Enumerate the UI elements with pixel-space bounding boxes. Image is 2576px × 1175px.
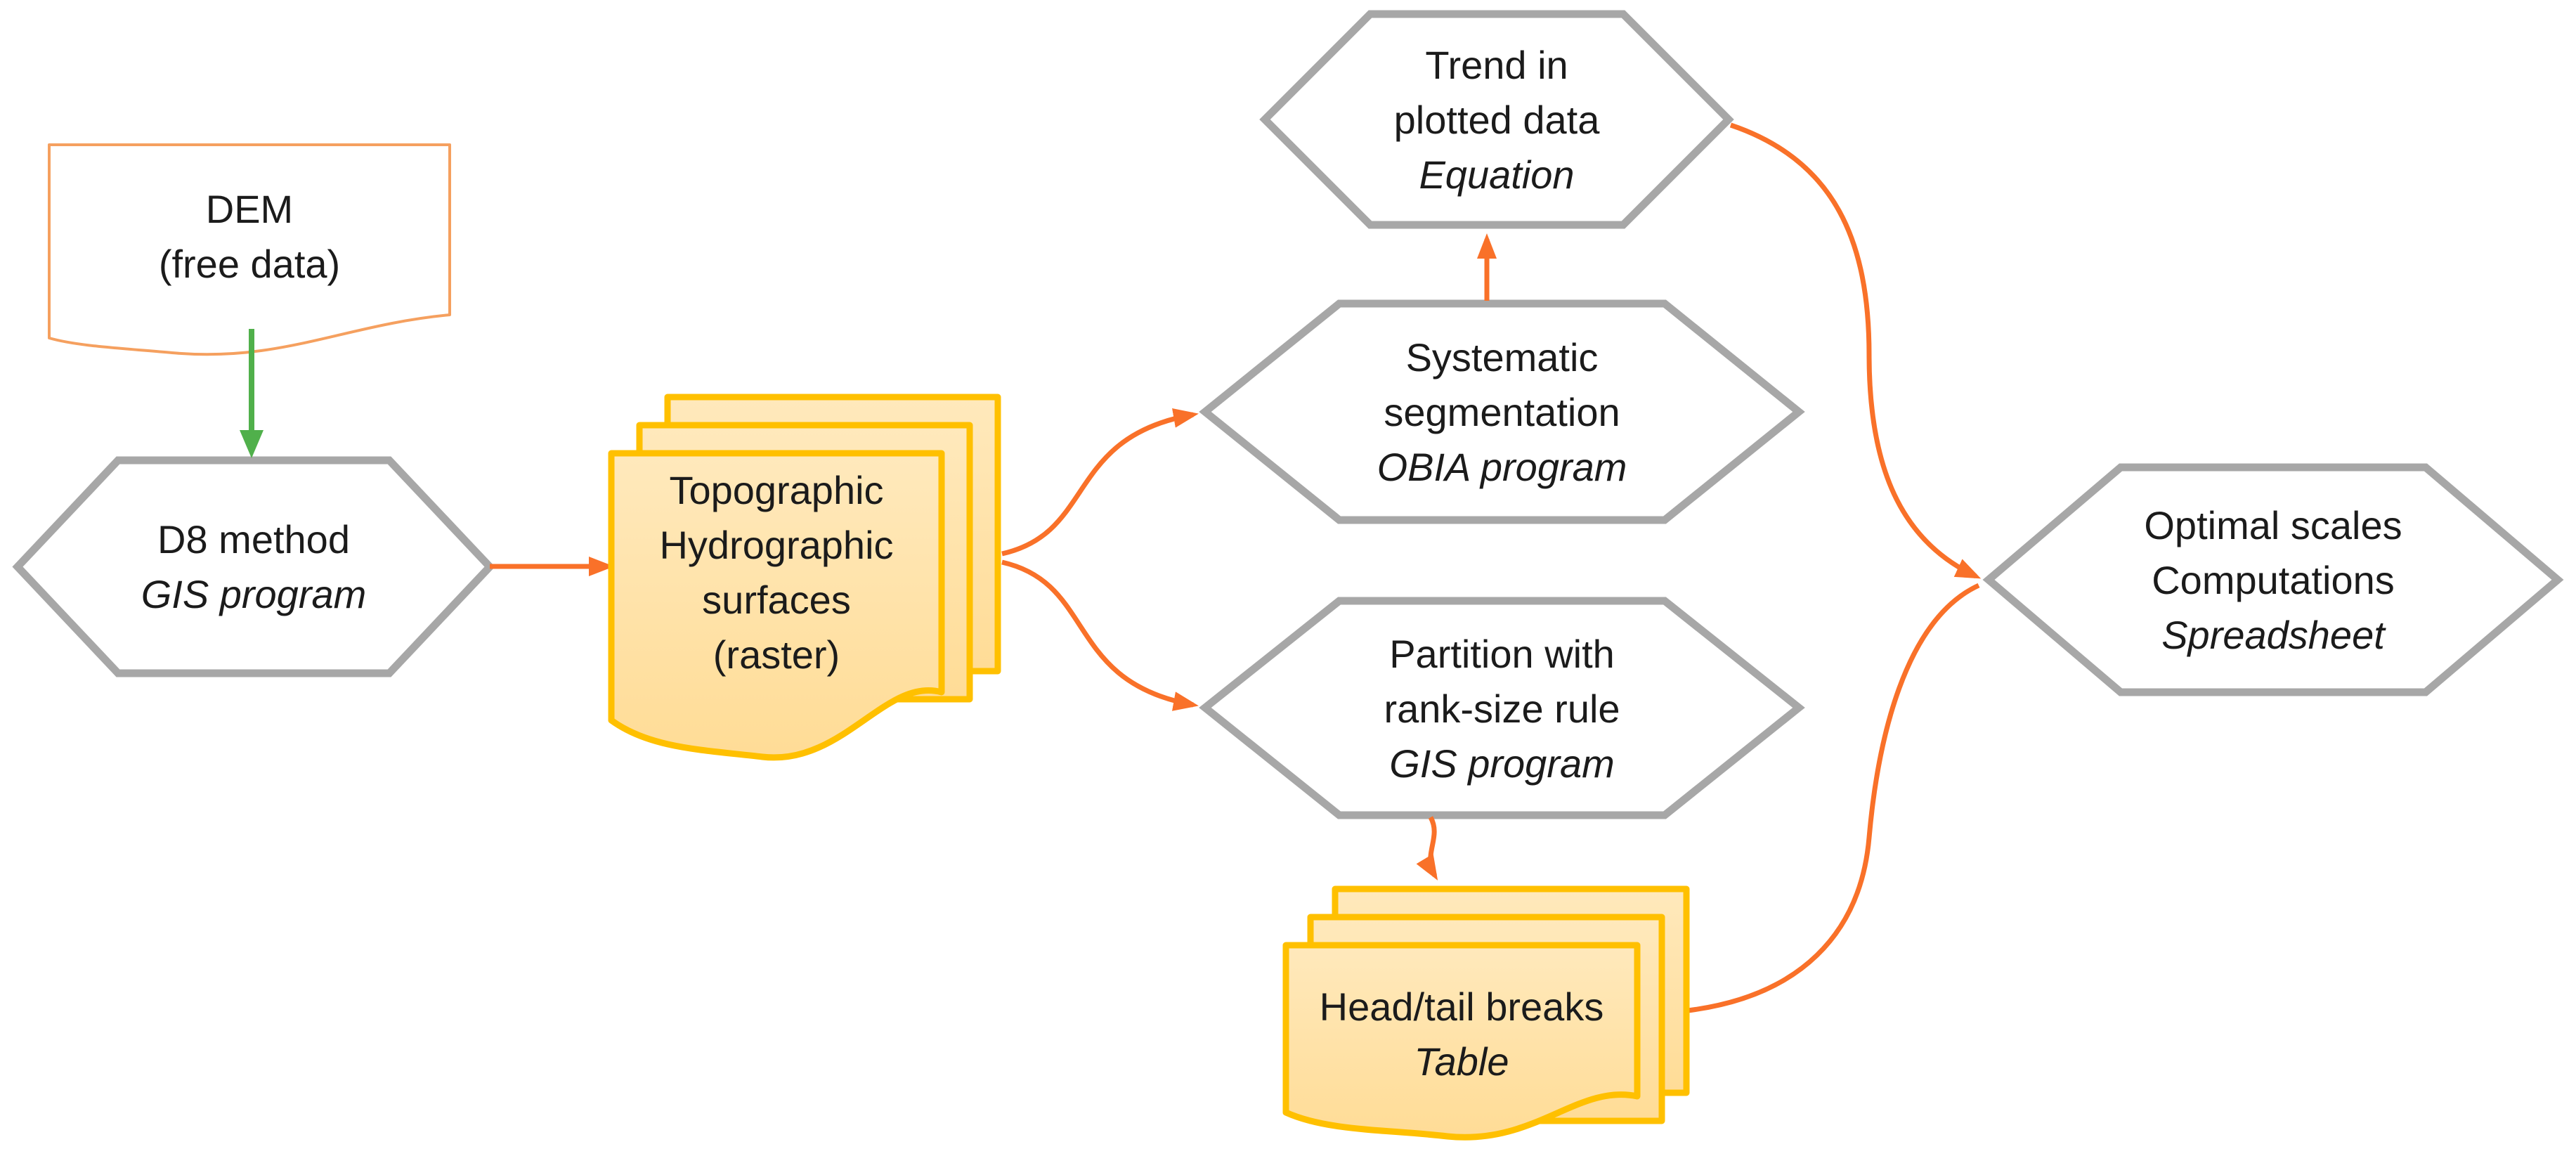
arrow-partition-to-headtail <box>1416 816 1438 881</box>
d8-line-2: GIS program <box>141 571 367 616</box>
arrow-surfaces-to-partition <box>1001 559 1199 711</box>
systematic-line-2: segmentation <box>1384 390 1620 434</box>
hexagon-trend <box>1259 10 1734 229</box>
arrow-trend-to-optimal <box>1729 122 1982 579</box>
stack-surfaces-front-card <box>608 450 945 761</box>
partition-line-2: rank-size rule <box>1384 686 1620 731</box>
trend-line-3: Equation <box>1419 152 1575 197</box>
node-surfaces-label: Topographic Hydrographic surfaces (raste… <box>611 457 942 689</box>
hexagon-partition-rank-size <box>1199 597 1805 819</box>
stack-surfaces <box>608 394 1001 761</box>
optimal-line-2: Computations <box>2152 558 2395 602</box>
systematic-line-1: Systematic <box>1405 335 1599 379</box>
optimal-line-1: Optimal scales <box>2144 503 2402 547</box>
node-headtail-label: Head/tail breaks Table <box>1286 950 1637 1119</box>
node-optimal-label: Optimal scales Computations Spreadsheet <box>1989 469 2558 692</box>
dem-line-1: DEM <box>205 187 294 231</box>
headtail-line-1: Head/tail breaks <box>1319 985 1604 1029</box>
node-d8-label: D8 method GIS program <box>18 460 490 673</box>
hexagon-systematic-segmentation <box>1199 299 1805 524</box>
stack-headtail-front-card <box>1282 942 1641 1141</box>
arrow-headtail-to-optimal <box>1687 583 1980 1013</box>
trend-line-1: Trend in <box>1425 43 1568 87</box>
node-partition-label: Partition with rank-size rule GIS progra… <box>1205 602 1799 815</box>
headtail-line-2: Table <box>1414 1039 1509 1084</box>
surfaces-line-2: Hydrographic <box>659 523 894 567</box>
d8-line-1: D8 method <box>157 517 350 561</box>
node-trend-label: Trend in plotted data Equation <box>1265 15 1729 225</box>
hexagon-optimal-scales <box>1982 463 2564 696</box>
arrow-surfaces-to-systematic <box>1001 408 1199 557</box>
stack-headtail <box>1282 885 1690 1141</box>
dem-line-2: (free data) <box>158 242 341 286</box>
surfaces-line-4: (raster) <box>713 632 840 677</box>
optimal-line-3: Spreadsheet <box>2161 613 2385 657</box>
partition-line-3: GIS program <box>1389 741 1615 786</box>
trend-line-2: plotted data <box>1393 98 1600 142</box>
node-dem-label: DEM (free data) <box>49 145 450 329</box>
surfaces-line-3: surfaces <box>702 578 851 622</box>
partition-line-1: Partition with <box>1389 631 1615 676</box>
document-dem <box>48 143 451 356</box>
surfaces-line-1: Topographic <box>669 468 884 512</box>
systematic-line-3: OBIA program <box>1377 445 1627 489</box>
node-systematic-label: Systematic segmentation OBIA program <box>1205 305 1799 520</box>
